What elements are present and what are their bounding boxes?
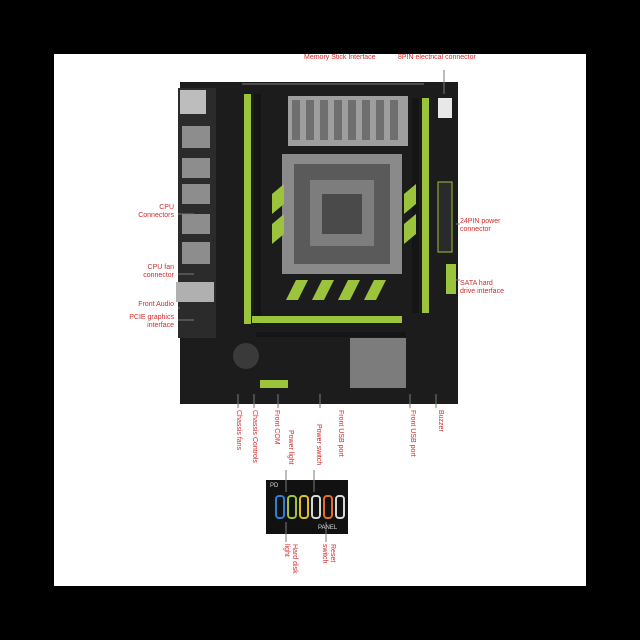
24pin-power-label-line1: 24PIN power [460,218,501,225]
8pin-connector-label: 8PIN electrical connector [398,54,476,61]
reset-switch-label-line2: switch [321,544,328,564]
pcie-graphics-label-line1: PCIE graphics [129,314,174,321]
motherboard-illustration [176,70,460,542]
front-usb-port-label-2: Front USB port [409,410,416,457]
chassis-controls-label: Chassis Controls [251,410,258,463]
hard-disk-light-label-line1: Hard disk [291,544,298,574]
power-light-label: Power light [287,430,294,465]
buzzer-label: Buzzer [437,410,444,432]
front-audio-label: Front Audio [138,301,174,308]
power-switch-label: Power switch [315,424,322,466]
sata-label-line1: SATA hard [460,280,493,287]
memory-stick-interface-label: Memory Stick Interface [304,54,376,61]
front-com-label: Front COM [273,410,280,445]
cpu-connectors-label-line1: CPU [159,204,174,211]
chassis-fans-label: Chassis fans [235,410,242,451]
cpu-fan-label-line2: connector [143,272,174,279]
reset-switch-label-line1: Reset [329,544,336,563]
panel-pin-label: PD [270,483,279,489]
sata-label-line2: drive interface [460,288,504,295]
pcie-graphics-label-line2: interface [147,322,174,329]
front-usb-port-label-1: Front USB port [337,410,344,457]
panel-header-label: PANEL [318,525,338,531]
24pin-power-label-line2: connector [460,226,491,233]
cpu-connectors-label-line2: Connectors [138,212,174,219]
hard-disk-light-label-line2: light [283,544,290,557]
product-image-canvas: Memory Stick Interface 8PIN electrical c… [54,54,586,586]
cpu-fan-label-line1: CPU fan [147,264,174,271]
